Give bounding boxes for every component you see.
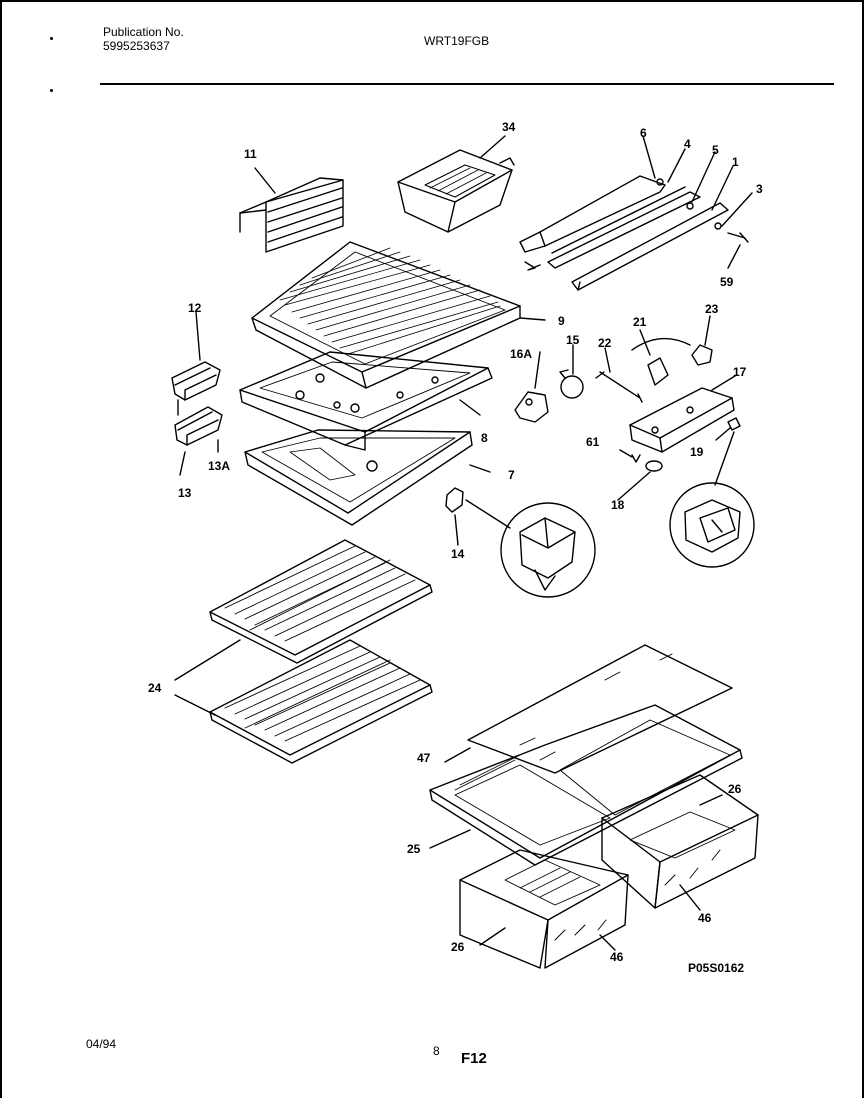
part-24-wire-shelves [174,539,433,764]
label-24: 24 [148,681,162,695]
label-13: 13 [178,486,192,500]
part-34-basket [397,135,515,233]
label-1: 1 [732,155,739,169]
binding-hole-top [50,37,53,40]
label-3: 3 [756,182,763,196]
label-26-right: 26 [728,782,742,796]
label-17: 17 [733,365,747,379]
label-34: 34 [502,120,516,134]
label-4: 4 [684,137,691,151]
part-47-glass [444,644,733,774]
model-number: WRT19FGB [424,34,490,48]
label-21: 21 [633,315,647,329]
label-11: 11 [244,147,257,161]
part-26-crisper-drawers [459,774,759,969]
label-7: 7 [508,468,515,482]
label-13a: 13A [208,459,231,473]
label-6: 6 [640,126,647,140]
part-8-frame [239,351,493,451]
label-59: 59 [720,275,734,289]
publication-number: 5995253637 [103,39,170,53]
label-18: 18 [611,498,625,512]
label-5: 5 [712,143,719,157]
label-47: 47 [417,751,431,765]
label-16a: 16A [510,347,533,361]
part-11-rack [239,167,344,253]
label-61: 61 [586,435,600,449]
label-46-right: 46 [698,911,712,925]
label-9: 9 [558,314,565,328]
label-46-left: 46 [610,950,624,964]
parts-6-4-5-1-rails [519,135,753,291]
label-22: 22 [598,336,612,350]
figure-code: P05S0162 [688,961,745,975]
parts-12-13-bins [171,311,223,476]
publication-label: Publication No. [103,25,184,39]
part-14-detail [445,431,755,598]
parts-lighting-controls [514,315,741,501]
label-23: 23 [705,302,719,316]
label-15: 15 [566,333,580,347]
part-7-cover [244,429,491,526]
binding-hole-bottom [50,89,53,92]
label-12: 12 [188,301,202,315]
footer-date: 04/94 [86,1037,117,1051]
label-8: 8 [481,431,488,445]
section-code: F12 [461,1050,487,1067]
page-number: 8 [433,1044,440,1058]
part-25-crisper-frame [429,704,743,866]
label-19: 19 [690,445,704,459]
label-25: 25 [407,842,421,856]
label-26-left: 26 [451,940,465,954]
label-14: 14 [451,547,465,561]
header-rule [100,83,834,85]
